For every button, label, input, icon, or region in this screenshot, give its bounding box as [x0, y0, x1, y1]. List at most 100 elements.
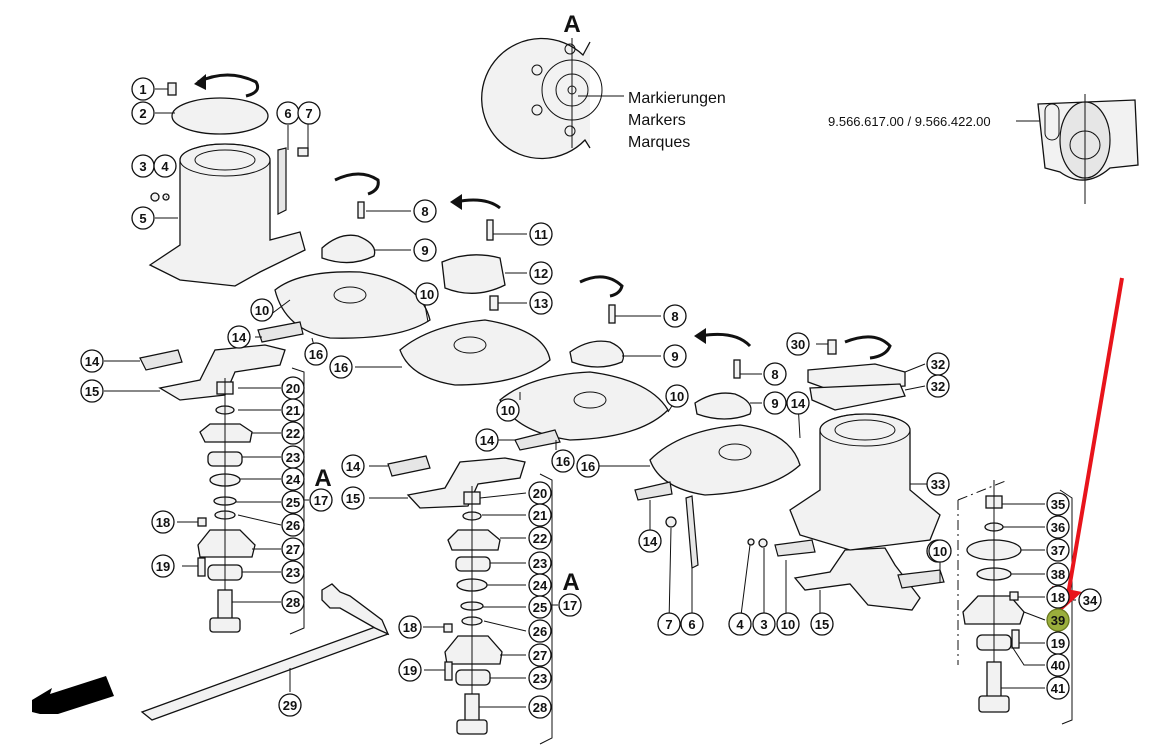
- bearing-stack-left: [197, 378, 256, 633]
- callout-number: 10: [420, 287, 434, 302]
- callout-16: 16: [576, 454, 600, 478]
- callout-20: 20: [281, 376, 305, 400]
- callout-bubble: [475, 428, 499, 452]
- callout-bubble: [80, 349, 104, 373]
- callout-number: 8: [671, 309, 678, 324]
- callout-bubble: [528, 643, 552, 667]
- callout-number: 41: [1051, 681, 1065, 696]
- callout-number: 15: [815, 617, 829, 632]
- callout-17: 17: [309, 488, 333, 512]
- callout-bubble: [1046, 492, 1070, 516]
- callout-bubble: [528, 526, 552, 550]
- callout-17: 17: [558, 593, 582, 617]
- callout-number: 14: [346, 459, 361, 474]
- callout-bubble: [281, 398, 305, 422]
- callout-35: 35: [1046, 492, 1070, 516]
- callout-bubble: [529, 261, 553, 285]
- callout-number: 18: [403, 620, 417, 635]
- callout-number: 13: [534, 296, 548, 311]
- callout-8: 8: [413, 199, 437, 223]
- callout-32: 32: [926, 352, 950, 376]
- callout-number: 6: [688, 617, 695, 632]
- drum-cap: [441, 254, 506, 294]
- callout-number: 30: [791, 337, 805, 352]
- callout-32: 32: [926, 374, 950, 398]
- callout-bubble: [281, 513, 305, 537]
- callout-bubble: [341, 486, 365, 510]
- callout-3: 3: [752, 612, 776, 636]
- callout-23: 23: [528, 551, 552, 575]
- blade-carrier: [158, 344, 286, 401]
- callout-number: 3: [760, 617, 767, 632]
- callout-bubble: [1046, 538, 1070, 562]
- cutting-disc: [649, 424, 801, 496]
- adjusting-tool: [140, 583, 390, 721]
- tool-head: [321, 583, 390, 636]
- callout-14: 14: [227, 325, 251, 349]
- blade: [387, 455, 431, 477]
- callout-number: 25: [533, 600, 547, 615]
- callout-bubble: [151, 510, 175, 534]
- blade: [897, 569, 945, 589]
- callout-number: 10: [933, 544, 947, 559]
- callout-bubble: [1046, 676, 1070, 700]
- callout-number: 14: [791, 396, 806, 411]
- callout-10: 10: [415, 282, 439, 306]
- rotation-arrow: [197, 73, 260, 98]
- callout-26: 26: [281, 513, 305, 537]
- callout-bubble: [786, 332, 810, 356]
- callout-bubble: [281, 490, 305, 514]
- pinion: [456, 719, 488, 735]
- callout-number: 29: [283, 698, 297, 713]
- callout-4: 4: [728, 612, 752, 636]
- callout-number: 3: [139, 159, 146, 174]
- callout-bubble: [776, 612, 800, 636]
- callout-10: 10: [250, 298, 274, 322]
- callout-number: 8: [421, 204, 428, 219]
- callout-number: 19: [156, 559, 170, 574]
- callout-bubble: [131, 77, 155, 101]
- callout-7: 7: [657, 612, 681, 636]
- callout-bubble: [926, 472, 950, 496]
- callout-number: 23: [533, 671, 547, 686]
- left-gearbox: [148, 73, 309, 287]
- bearing-stack-right: [957, 479, 1025, 713]
- cutting-disc: [499, 371, 669, 441]
- callout-number: 22: [286, 426, 300, 441]
- callout-bubble: [680, 612, 704, 636]
- callout-3: 3: [131, 154, 155, 178]
- callout-number: 27: [286, 542, 300, 557]
- callout-number: 2: [139, 106, 146, 121]
- cover-plate: [171, 97, 269, 135]
- callout-number: 23: [286, 565, 300, 580]
- callout-bubble: [529, 222, 553, 246]
- blade: [514, 429, 561, 451]
- callout-number: 20: [286, 381, 300, 396]
- callout-number: 7: [305, 106, 312, 121]
- callout-10: 10: [496, 398, 520, 422]
- callout-bubble: [309, 488, 333, 512]
- callout-number: 14: [643, 534, 658, 549]
- callout-34: 34: [1078, 588, 1102, 612]
- callout-36: 36: [1046, 515, 1070, 539]
- callout-bubble: [398, 658, 422, 682]
- callout-number: 6: [284, 106, 291, 121]
- callout-15: 15: [341, 486, 365, 510]
- callout-number: 9: [421, 243, 428, 258]
- callout-number: 40: [1051, 658, 1065, 673]
- callout-10: 10: [665, 384, 689, 408]
- blade: [774, 539, 816, 557]
- blade: [139, 349, 183, 371]
- callout-number: 14: [232, 330, 247, 345]
- shaft: [986, 661, 1002, 701]
- callout-bubble: [528, 595, 552, 619]
- callout-bubble: [1046, 562, 1070, 586]
- highlight-arrow: [1052, 277, 1124, 612]
- callout-number: 21: [286, 403, 300, 418]
- callout-bubble: [810, 612, 834, 636]
- bearing-housing: [444, 635, 503, 665]
- callout-number: 12: [534, 266, 548, 281]
- callout-24: 24: [281, 467, 305, 491]
- callout-18: 18: [1046, 585, 1070, 609]
- callout-number: 10: [670, 389, 684, 404]
